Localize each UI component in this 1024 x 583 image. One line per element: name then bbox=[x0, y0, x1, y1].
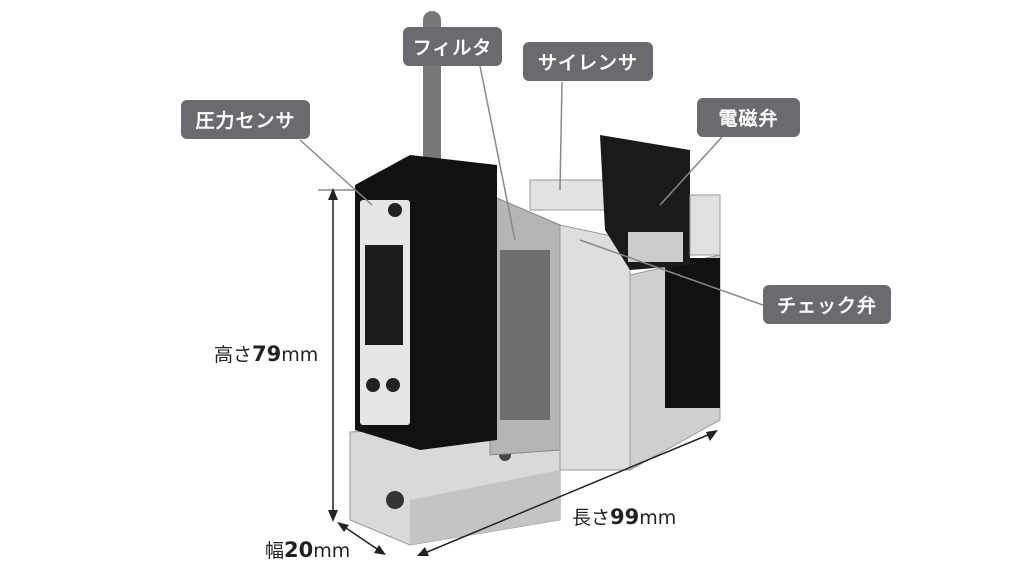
leader-check-valve bbox=[579, 239, 764, 306]
solenoid-label bbox=[628, 232, 683, 262]
length-value: 99 bbox=[610, 505, 640, 529]
length-unit: mm bbox=[639, 507, 677, 529]
filter-bowl bbox=[500, 250, 550, 420]
height-unit: mm bbox=[281, 344, 319, 366]
sensor-mode-button bbox=[388, 203, 402, 217]
port-hole bbox=[386, 491, 404, 509]
end-cap bbox=[665, 258, 720, 408]
leader-pressure-sensor bbox=[299, 139, 373, 206]
callout-pressure-sensor: 圧力センサ bbox=[181, 100, 310, 139]
width-dimension-line bbox=[339, 523, 384, 554]
arrow-head bbox=[328, 188, 338, 200]
width-value: 20 bbox=[284, 538, 314, 562]
callout-filter: フィルタ bbox=[403, 27, 502, 66]
callout-solenoid-valve: 電磁弁 bbox=[697, 98, 800, 137]
arrow-head bbox=[706, 430, 718, 441]
leader-silencer bbox=[559, 81, 563, 191]
width-dimension-label: 幅20mm bbox=[265, 536, 350, 563]
height-prefix: 高さ bbox=[214, 344, 253, 366]
sensor-display bbox=[365, 245, 403, 345]
base-front bbox=[410, 470, 560, 545]
callout-check-valve: チェック弁 bbox=[763, 285, 891, 324]
length-dimension-line bbox=[419, 431, 716, 556]
width-prefix: 幅 bbox=[265, 540, 285, 562]
arrow-head bbox=[374, 545, 386, 555]
arrow-head bbox=[417, 547, 429, 556]
sensor-button-left bbox=[366, 378, 380, 392]
length-prefix: 長さ bbox=[572, 507, 611, 529]
height-dimension-label: 高さ79mm bbox=[214, 340, 318, 367]
solenoid-connector bbox=[689, 194, 721, 256]
leader-filter bbox=[479, 65, 516, 241]
manifold-block bbox=[559, 224, 631, 471]
leader-solenoid bbox=[659, 136, 723, 206]
arrow-head bbox=[337, 522, 349, 532]
silencer-block bbox=[529, 179, 606, 211]
arrow-head bbox=[328, 510, 338, 522]
height-value: 79 bbox=[252, 342, 282, 366]
sensor-button-right bbox=[386, 378, 400, 392]
callout-silencer: サイレンサ bbox=[523, 42, 653, 81]
width-unit: mm bbox=[313, 540, 351, 562]
length-dimension-label: 長さ99mm bbox=[572, 503, 676, 530]
